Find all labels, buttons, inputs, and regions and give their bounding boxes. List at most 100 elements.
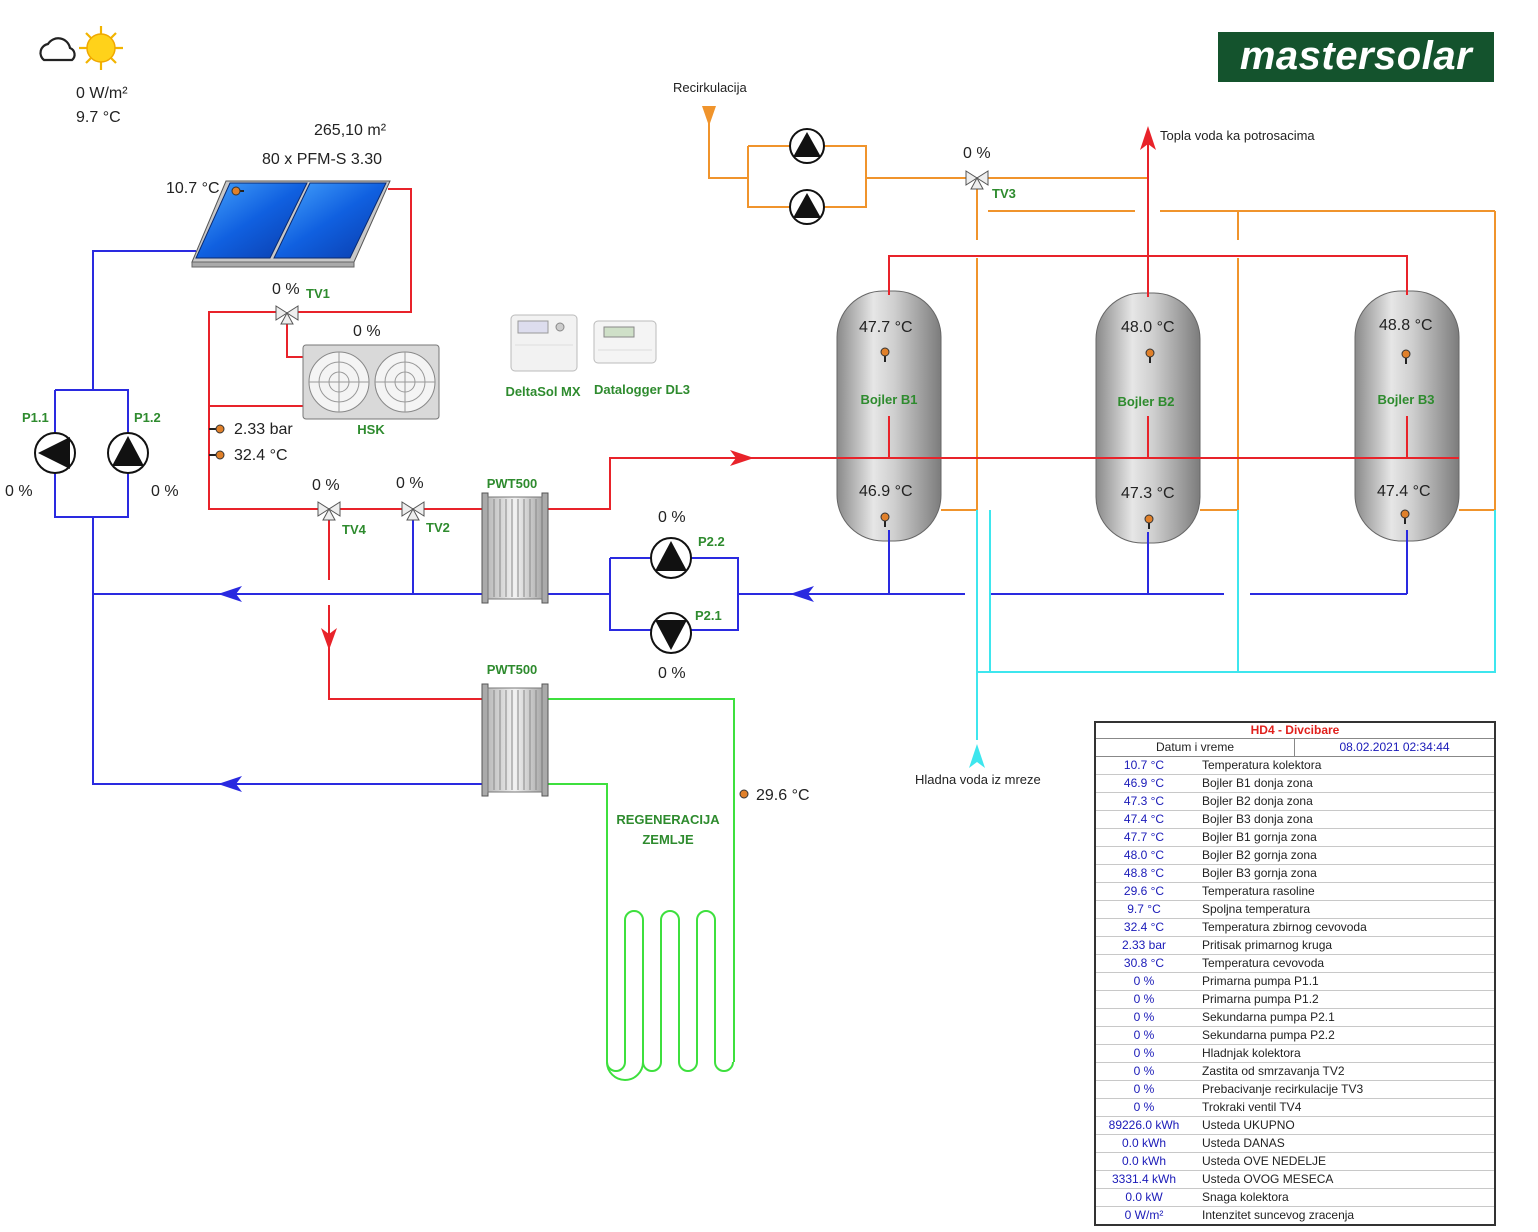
table-row-label: Bojler B3 gornja zona xyxy=(1202,866,1317,880)
table-row-label: Sekundarna pumpa P2.1 xyxy=(1202,1010,1335,1024)
irradiance-value: 0 W/m² xyxy=(76,85,128,102)
p12-value: 0 % xyxy=(151,483,179,500)
table-row-value: 0 % xyxy=(1133,1046,1155,1060)
table-row: 0 %Trokraki ventil TV4 xyxy=(1096,1099,1494,1117)
solar-collector xyxy=(191,180,391,268)
tv1-valve-icon[interactable] xyxy=(275,305,299,325)
tv2-value: 0 % xyxy=(396,475,424,492)
lower-exchanger-label: PWT500 xyxy=(487,662,538,677)
p12-pump-icon[interactable] xyxy=(107,432,149,474)
hot-flow-arrows xyxy=(321,126,1156,650)
datalogger-icon xyxy=(593,320,657,364)
ground-temp-value: 29.6 °C xyxy=(756,787,810,804)
table-row-value: 48.8 °C xyxy=(1123,866,1165,880)
hsk-label: HSK xyxy=(357,422,385,437)
cold-water-label: Hladna voda iz mreze xyxy=(915,772,1041,787)
datetime-label: Datum i vreme xyxy=(1096,739,1295,756)
recirc-inlet-arrow xyxy=(702,106,716,126)
tv1-value: 0 % xyxy=(272,281,300,298)
p22-pump-icon[interactable] xyxy=(650,537,692,579)
table-row: 0 %Sekundarna pumpa P2.1 xyxy=(1096,1009,1494,1027)
lower-exchanger-icon xyxy=(481,683,549,797)
b2-label: Bojler B2 xyxy=(1117,394,1174,409)
table-row-value: 9.7 °C xyxy=(1127,902,1161,916)
regeneration-label-2: ZEMLJE xyxy=(642,832,694,847)
p21-value: 0 % xyxy=(658,665,686,682)
deltasol-controller-icon xyxy=(510,314,578,372)
collector-area: 265,10 m² xyxy=(314,122,387,139)
table-row: 0 % Primarna pumpa P1.2 xyxy=(1096,991,1494,1009)
p22-label: P2.2 xyxy=(698,534,725,549)
table-row: 48.8 °C Bojler B3 gornja zona xyxy=(1096,865,1494,883)
table-row-value: 0.0 kWh xyxy=(1121,1136,1166,1150)
table-row-value: 0 W/m² xyxy=(1124,1208,1164,1222)
table-row: 10.7 °C Temperatura kolektora xyxy=(1096,757,1494,775)
cold-pipes xyxy=(54,250,1408,785)
table-row: 0 %Hladnjak kolektora xyxy=(1096,1045,1494,1063)
table-row-label: Bojler B1 donja zona xyxy=(1202,776,1313,790)
regeneration-label-1: REGENERACIJA xyxy=(616,812,720,827)
primary-temp-value: 32.4 °C xyxy=(234,447,288,464)
tv4-value: 0 % xyxy=(312,477,340,494)
table-row-value: 0 % xyxy=(1133,974,1155,988)
b1-top-temp: 47.7 °C xyxy=(859,319,913,336)
recirc-pipes xyxy=(708,116,1496,511)
table-row-label: Bojler B1 gornja zona xyxy=(1202,830,1317,844)
table-row-label: Bojler B3 donja zona xyxy=(1202,812,1313,826)
table-row-value: 10.7 °C xyxy=(1123,758,1165,772)
measurements-table: HD4 - Divcibare Datum i vreme 08.02.2021… xyxy=(1094,721,1496,1226)
table-row-label: Temperatura kolektora xyxy=(1202,758,1322,772)
tv4-valve-icon[interactable] xyxy=(317,501,341,521)
table-row-label: Usteda OVE NEDELJE xyxy=(1202,1154,1327,1168)
boiler-sensors xyxy=(880,347,1411,529)
table-row-value: 3331.4 kWh xyxy=(1111,1172,1177,1186)
table-row-value: 0.0 kW xyxy=(1125,1190,1163,1204)
recirculation-label: Recirkulacija xyxy=(673,80,747,95)
p11-pump-icon[interactable] xyxy=(34,432,76,474)
datalogger-label: Datalogger DL3 xyxy=(594,382,690,397)
b2-top-temp: 48.0 °C xyxy=(1121,319,1175,336)
p11-label: P1.1 xyxy=(22,410,49,425)
table-title: HD4 - Divcibare xyxy=(1096,723,1494,739)
table-row-value: 0 % xyxy=(1133,1064,1155,1078)
mastersolar-logo: mastersolar xyxy=(1218,32,1494,82)
table-row-value: 46.9 °C xyxy=(1123,776,1165,790)
b1-label: Bojler B1 xyxy=(860,392,917,407)
table-row-value: 0 % xyxy=(1133,992,1155,1006)
deltasol-label: DeltaSol MX xyxy=(505,384,580,399)
b1-bottom-temp: 46.9 °C xyxy=(859,483,913,500)
table-row-label: Bojler B2 gornja zona xyxy=(1202,848,1317,862)
table-row-label: Spoljna temperatura xyxy=(1202,902,1311,916)
upper-exchanger-icon xyxy=(481,492,549,604)
table-row: 46.9 °C Bojler B1 donja zona xyxy=(1096,775,1494,793)
table-row: 48.0 °C Bojler B2 gornja zona xyxy=(1096,847,1494,865)
tv4-label: TV4 xyxy=(342,522,367,537)
recirc-pump-lower-icon[interactable] xyxy=(789,189,825,225)
table-row-label: Prebacivanje recirkulacije TV3 xyxy=(1202,1082,1364,1096)
table-row-label: Usteda UKUPNO xyxy=(1202,1118,1295,1132)
table-row-label: Zastita od smrzavanja TV2 xyxy=(1202,1064,1345,1078)
tv2-label: TV2 xyxy=(426,520,450,535)
table-row-label: Temperatura cevovoda xyxy=(1202,956,1325,970)
tv2-valve-icon[interactable] xyxy=(401,501,425,521)
tv3-valve-icon[interactable] xyxy=(965,170,989,190)
table-row-label: Usteda OVOG MESECA xyxy=(1202,1172,1334,1186)
collector-temp-sensor-icon xyxy=(231,186,241,196)
table-row: 0 % Zastita od smrzavanja TV2 xyxy=(1096,1063,1494,1081)
table-row-value: 0 % xyxy=(1133,1082,1155,1096)
table-row-value: 48.0 °C xyxy=(1123,848,1165,862)
b3-bottom-temp: 47.4 °C xyxy=(1377,483,1431,500)
recirc-pump-upper-icon[interactable] xyxy=(789,128,825,164)
p21-pump-icon[interactable] xyxy=(650,612,692,654)
table-row-label: Primarna pumpa P1.2 xyxy=(1202,992,1319,1006)
table-row-value: 47.4 °C xyxy=(1123,812,1165,826)
pressure-sensor-icon xyxy=(215,424,225,434)
table-row-label: Temperatura zbirnog cevovoda xyxy=(1202,920,1367,934)
hot-water-label: Topla voda ka potrosacima xyxy=(1160,128,1315,143)
upper-exchanger-label: PWT500 xyxy=(487,476,538,491)
